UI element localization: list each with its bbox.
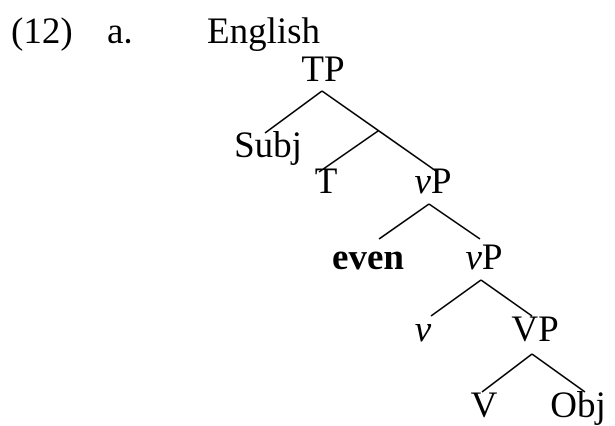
node-subj: Subj — [234, 125, 302, 166]
node-obj: Obj — [550, 385, 606, 426]
branch-vp-v — [430, 279, 482, 317]
branch-tp-tbar — [321, 90, 437, 172]
branch-vp-vp — [428, 203, 481, 240]
node-big-v: V — [470, 385, 498, 426]
node-vp-upper: vP — [414, 163, 451, 200]
branch-tbar-t — [318, 130, 379, 173]
node-vp-upper-head: v — [414, 161, 431, 202]
example-letter: a. — [107, 11, 133, 52]
node-big-vp: VP — [511, 309, 559, 350]
branch-bigvp-obj — [531, 353, 586, 393]
example-language: English — [207, 11, 321, 52]
example-number: (12) — [11, 11, 73, 52]
branch-bigvp-bigv — [481, 353, 533, 393]
node-little-v: v — [414, 309, 432, 350]
node-t: T — [314, 161, 338, 202]
branch-vp-even — [378, 203, 430, 240]
node-vp-lower-head: v — [465, 237, 482, 278]
branch-tp-subj — [264, 90, 323, 134]
node-vp-upper-tail: P — [430, 161, 452, 202]
node-tp: TP — [301, 49, 345, 90]
branch-vp-bigvp — [480, 279, 533, 317]
node-vp-lower-tail: P — [481, 237, 503, 278]
node-even: even — [332, 237, 404, 278]
node-vp-lower: vP — [465, 239, 502, 276]
